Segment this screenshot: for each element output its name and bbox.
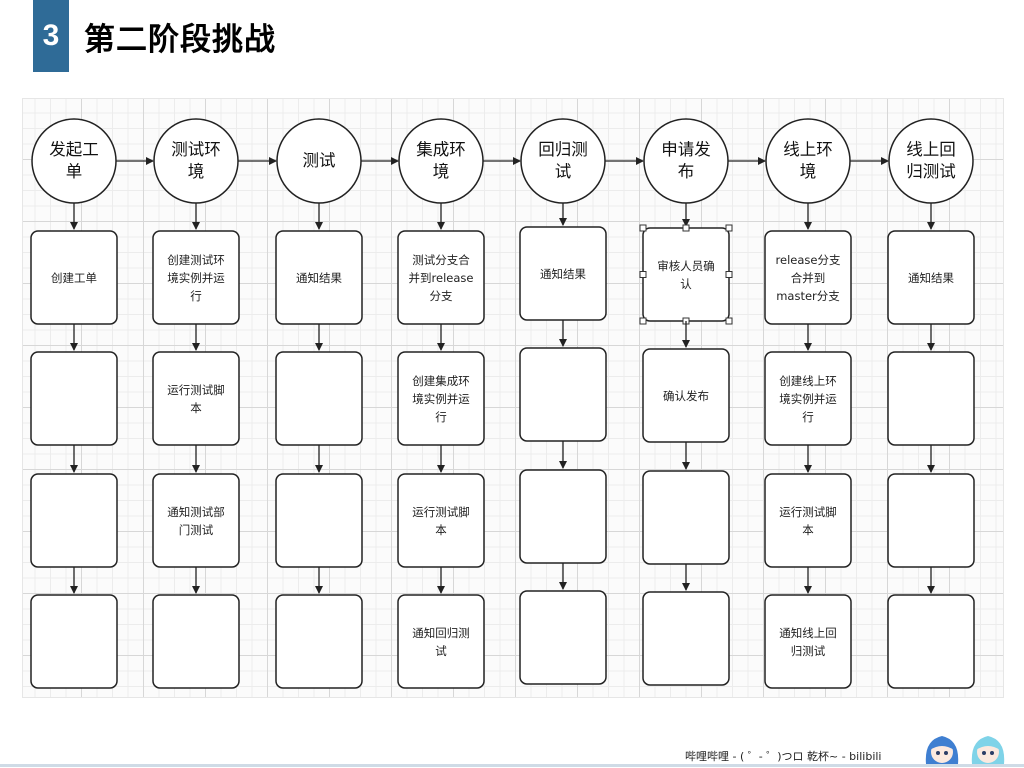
step-box[interactable] bbox=[276, 595, 362, 688]
step-box[interactable] bbox=[643, 592, 729, 685]
step-label: 运行测试脚 本 bbox=[769, 474, 847, 567]
step-label: 运行测试脚 本 bbox=[157, 352, 235, 445]
step-label: 审核人员确 认 bbox=[647, 228, 725, 321]
footer-rule bbox=[0, 764, 1024, 767]
step-box[interactable] bbox=[31, 352, 117, 445]
stage-label: 集成环 境 bbox=[399, 119, 483, 203]
step-box[interactable] bbox=[888, 352, 974, 445]
step-box[interactable] bbox=[31, 595, 117, 688]
selection-handle[interactable] bbox=[640, 272, 646, 278]
selection-handle[interactable] bbox=[726, 272, 732, 278]
step-label: 测试分支合 并到release 分支 bbox=[402, 231, 480, 324]
step-label: 通知结果 bbox=[524, 227, 602, 320]
section-number-badge: 3 bbox=[33, 0, 69, 72]
step-box[interactable] bbox=[520, 348, 606, 441]
stage-label: 线上回 归测试 bbox=[889, 119, 973, 203]
step-label: release分支 合并到 master分支 bbox=[769, 231, 847, 324]
step-box[interactable] bbox=[643, 471, 729, 564]
step-label: 通知回归测 试 bbox=[402, 595, 480, 688]
selection-handle[interactable] bbox=[726, 225, 732, 231]
step-box[interactable] bbox=[276, 474, 362, 567]
step-label: 通知结果 bbox=[892, 231, 970, 324]
step-label: 确认发布 bbox=[647, 349, 725, 442]
step-box[interactable] bbox=[276, 352, 362, 445]
stage-label: 回归测 试 bbox=[521, 119, 605, 203]
stage-label: 测试 bbox=[277, 119, 361, 203]
step-box[interactable] bbox=[888, 595, 974, 688]
mascot-33-icon bbox=[968, 730, 1008, 766]
step-label: 通知线上回 归测试 bbox=[769, 595, 847, 688]
step-box[interactable] bbox=[153, 595, 239, 688]
step-label: 创建集成环 境实例并运 行 bbox=[402, 352, 480, 445]
step-label: 创建线上环 境实例并运 行 bbox=[769, 352, 847, 445]
step-box[interactable] bbox=[888, 474, 974, 567]
stage-label: 测试环 境 bbox=[154, 119, 238, 203]
selection-handle[interactable] bbox=[640, 225, 646, 231]
slide-title: 第二阶段挑战 bbox=[84, 14, 276, 59]
step-label: 创建工单 bbox=[35, 231, 113, 324]
step-label: 通知测试部 门测试 bbox=[157, 474, 235, 567]
step-box[interactable] bbox=[520, 591, 606, 684]
slide-footer: 哔哩哔哩 - ( ゜- ゜)つロ 乾杯~ - bilibili bbox=[0, 718, 1024, 768]
step-box[interactable] bbox=[520, 470, 606, 563]
step-label: 运行测试脚 本 bbox=[402, 474, 480, 567]
diagram-canvas[interactable]: 发起工 单创建工单测试环 境创建测试环 境实例并运 行运行测试脚 本通知测试部 … bbox=[22, 98, 1004, 698]
slide-header: 3 第二阶段挑战 bbox=[0, 0, 1024, 80]
step-label: 创建测试环 境实例并运 行 bbox=[157, 231, 235, 324]
selection-handle[interactable] bbox=[640, 318, 646, 324]
step-box[interactable] bbox=[31, 474, 117, 567]
stage-label: 发起工 单 bbox=[32, 119, 116, 203]
bilibili-watermark: 哔哩哔哩 - ( ゜- ゜)つロ 乾杯~ - bilibili bbox=[685, 748, 882, 764]
selection-handle[interactable] bbox=[726, 318, 732, 324]
step-label: 通知结果 bbox=[280, 231, 358, 324]
mascot-22-icon bbox=[922, 730, 962, 766]
stage-label: 线上环 境 bbox=[766, 119, 850, 203]
stage-label: 申请发 布 bbox=[644, 119, 728, 203]
